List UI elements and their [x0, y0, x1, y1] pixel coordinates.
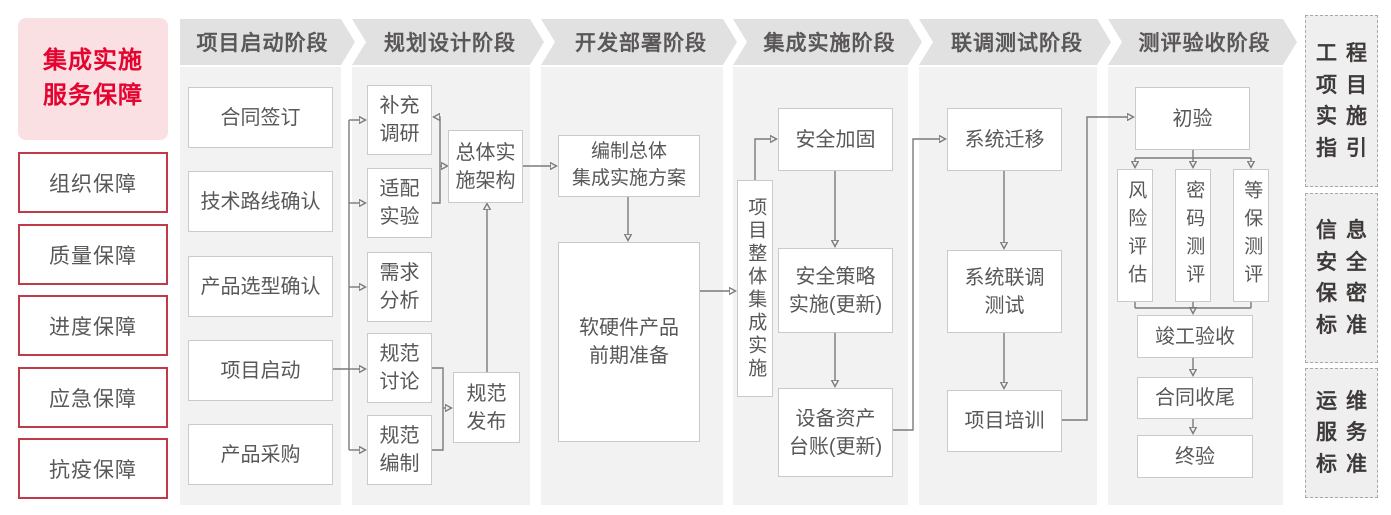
node-adaptation-experiment: 适配 实验 — [367, 168, 432, 238]
node-tech-route-confirmation: 技术路线确认 — [188, 171, 333, 232]
node-project-training: 项目培训 — [947, 390, 1062, 452]
sidebar-item-schedule-guarantee: 进度保障 — [18, 295, 168, 356]
node-classified-protection-evaluation: 等保测评 — [1233, 169, 1269, 302]
node-equipment-asset-ledger: 设备资产 台账(更新) — [778, 388, 893, 477]
sidebar-title-integration-service-guarantee: 集成实施 服务保障 — [18, 18, 168, 140]
node-completion-acceptance: 竣工验收 — [1137, 315, 1253, 358]
phase-header-development-deployment: 开发部署阶段 — [541, 19, 737, 65]
sidebar-item-epidemic-guarantee: 抗疫保障 — [18, 438, 168, 499]
node-contract-signing: 合同签订 — [188, 87, 333, 148]
node-security-policy-implementation: 安全策略 实施(更新) — [778, 248, 893, 333]
node-spec-discussion: 规范 讨论 — [367, 333, 432, 403]
node-project-overall-integration: 项目整体集成实施 — [737, 180, 773, 397]
node-product-procurement: 产品采购 — [188, 424, 333, 485]
phase-header-planning-design: 规划设计阶段 — [352, 19, 544, 65]
node-requirement-analysis: 需求 分析 — [367, 252, 432, 322]
sidebar-item-quality-guarantee: 质量保障 — [18, 224, 168, 285]
node-hw-sw-product-preparation: 软硬件产品 前期准备 — [558, 242, 700, 442]
node-product-selection-confirmation: 产品选型确认 — [188, 256, 333, 317]
node-overall-integration-plan: 编制总体 集成实施方案 — [558, 135, 700, 197]
phase-header-project-initiation: 项目启动阶段 — [180, 19, 355, 65]
phase-header-integration-implementation: 集成实施阶段 — [733, 19, 922, 65]
phase-header-joint-debugging-testing: 联调测试阶段 — [919, 19, 1111, 65]
node-spec-release: 规范 发布 — [453, 372, 520, 443]
standard-box-project-implementation-guide: 工程 项目 实施 指引 — [1305, 15, 1378, 187]
node-spec-drafting: 规范 编制 — [367, 415, 432, 485]
node-security-hardening: 安全加固 — [778, 108, 893, 171]
node-initial-acceptance: 初验 — [1135, 87, 1250, 150]
sidebar-item-organization-guarantee: 组织保障 — [18, 152, 168, 213]
node-supplementary-research: 补充 调研 — [367, 85, 432, 155]
node-overall-implementation-architecture: 总体实 施架构 — [448, 130, 523, 203]
node-system-migration: 系统迁移 — [947, 108, 1062, 171]
node-system-joint-debugging-test: 系统联调 测试 — [947, 250, 1062, 333]
node-risk-assessment: 风险评估 — [1117, 169, 1153, 302]
node-contract-closure: 合同收尾 — [1137, 377, 1253, 419]
node-final-acceptance: 终验 — [1137, 435, 1253, 478]
node-cryptography-evaluation: 密码测评 — [1175, 169, 1211, 302]
phase-header-evaluation-acceptance: 测评验收阶段 — [1108, 19, 1297, 65]
sidebar-item-emergency-guarantee: 应急保障 — [18, 367, 168, 428]
node-project-kickoff: 项目启动 — [188, 340, 333, 401]
standard-box-information-security-confidentiality-standard: 信息 安全 保密 标准 — [1305, 193, 1378, 363]
standard-box-operation-maintenance-service-standard: 运维 服务 标准 — [1305, 368, 1378, 498]
